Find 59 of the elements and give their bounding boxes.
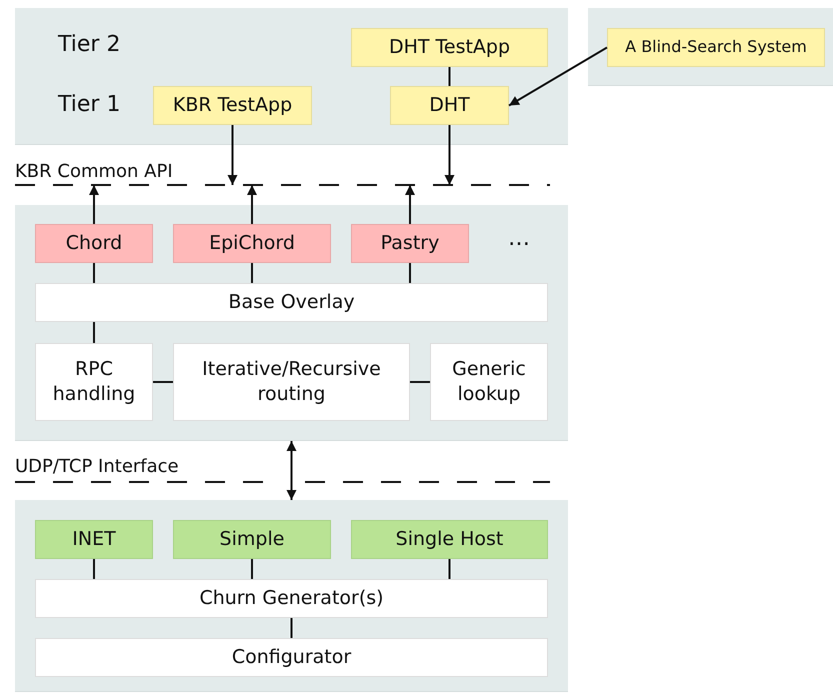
application-box <box>351 28 548 67</box>
layer-panel <box>15 205 568 441</box>
tier-label: Tier 1 <box>58 92 120 117</box>
box-label: Chord <box>66 231 122 256</box>
connector-line <box>93 263 95 283</box>
arrow <box>89 185 99 224</box>
box-label: Simple <box>220 527 284 552</box>
component-box <box>35 283 548 322</box>
interface-label: UDP/TCP Interface <box>15 455 179 478</box>
box-label: Single Host <box>396 527 504 552</box>
application-box <box>390 86 509 125</box>
layer-panel <box>15 8 568 145</box>
component-box <box>35 638 548 677</box>
box-label: INET <box>72 527 116 552</box>
layer-panel <box>15 500 568 692</box>
component-box <box>35 343 153 421</box>
box-label: Base Overlay <box>228 290 355 315</box>
connector-line <box>153 381 173 383</box>
component-box <box>35 579 548 618</box>
arrow <box>228 125 238 185</box>
box-label: DHT <box>429 93 470 118</box>
box-label: Iterative/Recursive routing <box>201 357 382 407</box>
arrow <box>405 185 415 224</box>
box-label: Configurator <box>232 645 352 670</box>
layer-panel <box>588 8 833 86</box>
box-label: Generic lookup <box>451 357 527 407</box>
connector-line <box>448 559 450 579</box>
connector-line <box>251 559 253 579</box>
box-label: EpiChord <box>209 231 295 256</box>
component-box <box>430 343 548 421</box>
component-box <box>173 343 410 421</box>
box-label: KBR TestApp <box>172 93 292 118</box>
connector-line <box>290 618 292 638</box>
box-label: RPC handling <box>52 357 136 407</box>
overlay-protocol-box <box>351 224 469 263</box>
application-box <box>153 86 312 125</box>
box-label: Pastry <box>380 231 440 256</box>
underlay-box <box>35 520 153 559</box>
tier-label: Tier 2 <box>58 32 120 57</box>
box-label: Churn Generator(s) <box>199 586 384 611</box>
arrow <box>444 125 454 185</box>
box-label: A Blind-Search System <box>625 37 807 58</box>
arrow <box>286 441 296 500</box>
connector-line <box>251 263 253 283</box>
connector-line <box>93 322 95 343</box>
overlay-protocol-box <box>35 224 153 263</box>
connector-line <box>410 381 430 383</box>
underlay-box <box>173 520 331 559</box>
connector-line <box>409 263 411 283</box>
arrow <box>508 46 608 106</box>
ellipsis-text: … <box>508 226 530 251</box>
box-label: DHT TestApp <box>388 35 510 60</box>
interface-label: KBR Common API <box>15 160 173 184</box>
overlay-protocol-box <box>173 224 331 263</box>
underlay-box <box>351 520 548 559</box>
application-box <box>607 28 825 67</box>
arrow <box>247 185 257 224</box>
connector-line <box>448 67 450 86</box>
connector-line <box>93 559 95 579</box>
